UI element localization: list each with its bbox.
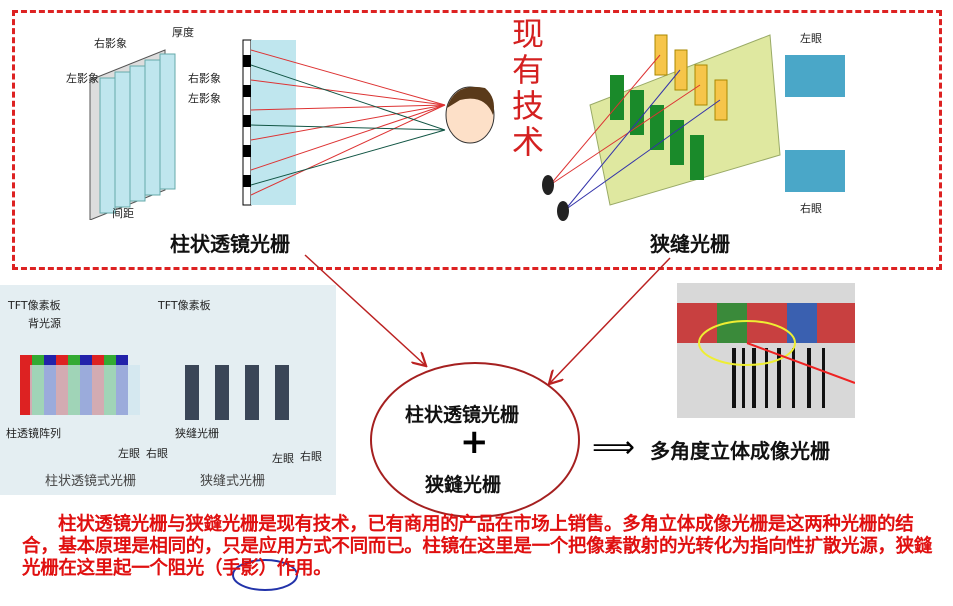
- comparison-photo: TFT像素板 背光源 柱透镜阵列 左眼 右眼 柱状透镜式光栅 TFT像素板 狭缝…: [0, 285, 336, 495]
- label-right-image: 右影象: [94, 37, 127, 50]
- photo-label-backlight: 背光源: [28, 317, 61, 330]
- paragraph-text: 柱状透镜光栅与狭鏠光栅是现有技术，已有商用的产品在市场上销售。多角立体成像光栅是…: [22, 514, 914, 557]
- photo-label-right-eye: 右眼: [146, 447, 168, 460]
- photo-label-slit: 狭缝光栅: [175, 427, 219, 440]
- label-pitch: 间距: [112, 207, 134, 220]
- photo-label-tft-2: TFT像素板: [158, 299, 211, 312]
- photo-label-right-eye-2: 右眼: [300, 450, 322, 463]
- arrow-slit-to-combo: [550, 257, 671, 383]
- combo-lenticular: 柱状透镜光栅: [405, 404, 520, 426]
- photo-label-lens-array: 柱透镜阵列: [6, 427, 61, 440]
- paragraph-highlight: 指向性: [750, 536, 805, 557]
- combination-circle: [370, 362, 580, 518]
- label-right-image-2: 右影象: [188, 72, 221, 85]
- label-left-eye: 左眼: [800, 32, 822, 45]
- label-right-eye: 右眼: [800, 202, 822, 215]
- photo-label-left-eye: 左眼: [118, 447, 140, 460]
- label-left-image-2: 左影象: [188, 92, 221, 105]
- lens-sheet: [89, 49, 176, 220]
- prior-art-frame: [12, 10, 942, 270]
- label-left-image: 左影象: [66, 72, 99, 85]
- result-label: 多角度立体成像光栅: [650, 439, 830, 463]
- photo-label-left-eye-2: 左眼: [272, 452, 294, 465]
- lenticular-caption: 柱状透镜光栅: [170, 232, 290, 256]
- slit-barrier-illustration: [542, 34, 845, 221]
- explanation-paragraph: 柱状透镜光栅与狭鏠光栅是现有技术，已有商用的产品在市场上销售。多角立体成像光栅是…: [22, 514, 942, 580]
- prior-art-label: 现有技术: [512, 15, 545, 161]
- label-thickness: 厚度: [172, 26, 194, 39]
- photo-caption-slit: 狭缝式光栅: [200, 474, 266, 489]
- photo-caption-lenticular: 柱状透镜式光栅: [45, 474, 137, 489]
- lens-ray-diagram: [242, 39, 446, 206]
- arrow-lenticular-to-combo: [304, 254, 425, 365]
- multi-angle-photo: [677, 283, 856, 418]
- combo-plus: +: [460, 422, 489, 462]
- photo-label-tft: TFT像素板: [8, 299, 61, 312]
- paragraph-text-end: 扩散光源，狭鏠光栅在这里起一个阻光（手影）作用。: [22, 536, 933, 579]
- combo-slit: 狭鏠光栅: [425, 474, 502, 496]
- lenticular-illustration: [89, 39, 495, 220]
- implies-arrow: ⟹: [592, 430, 636, 465]
- slit-caption: 狭缝光栅: [650, 232, 730, 256]
- viewer-head: [445, 86, 495, 144]
- highlight-circle: [232, 559, 298, 591]
